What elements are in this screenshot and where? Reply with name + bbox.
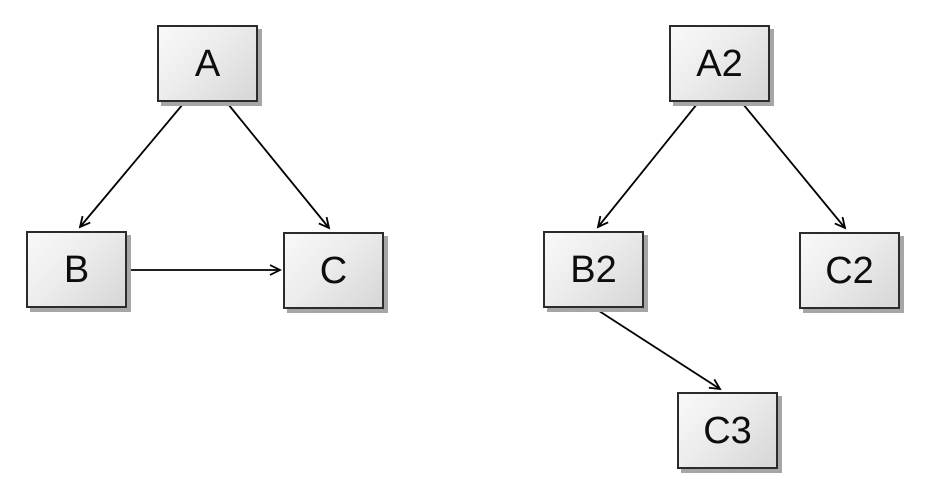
node-b-label: B (63, 248, 90, 291)
edge-b2-to-c3 (595, 308, 722, 391)
node-b2-label: B2 (570, 248, 617, 291)
edge-a2-to-b2 (596, 103, 698, 229)
node-c3: C3 (677, 392, 778, 469)
node-b2: B2 (543, 231, 644, 308)
node-a-label: A (194, 42, 221, 85)
node-a2-label: A2 (696, 42, 743, 85)
node-a2: A2 (669, 25, 770, 102)
node-a: A (157, 25, 258, 102)
node-b: B (26, 231, 127, 308)
node-c2: C2 (799, 232, 900, 309)
edge-a-to-b (78, 103, 184, 229)
edge-a-to-c (227, 103, 331, 230)
node-c2-label: C2 (825, 249, 874, 292)
node-c: C (283, 232, 384, 309)
edge-a2-to-c2 (742, 103, 847, 230)
node-c3-label: C3 (703, 409, 752, 452)
node-c-label: C (319, 249, 348, 292)
